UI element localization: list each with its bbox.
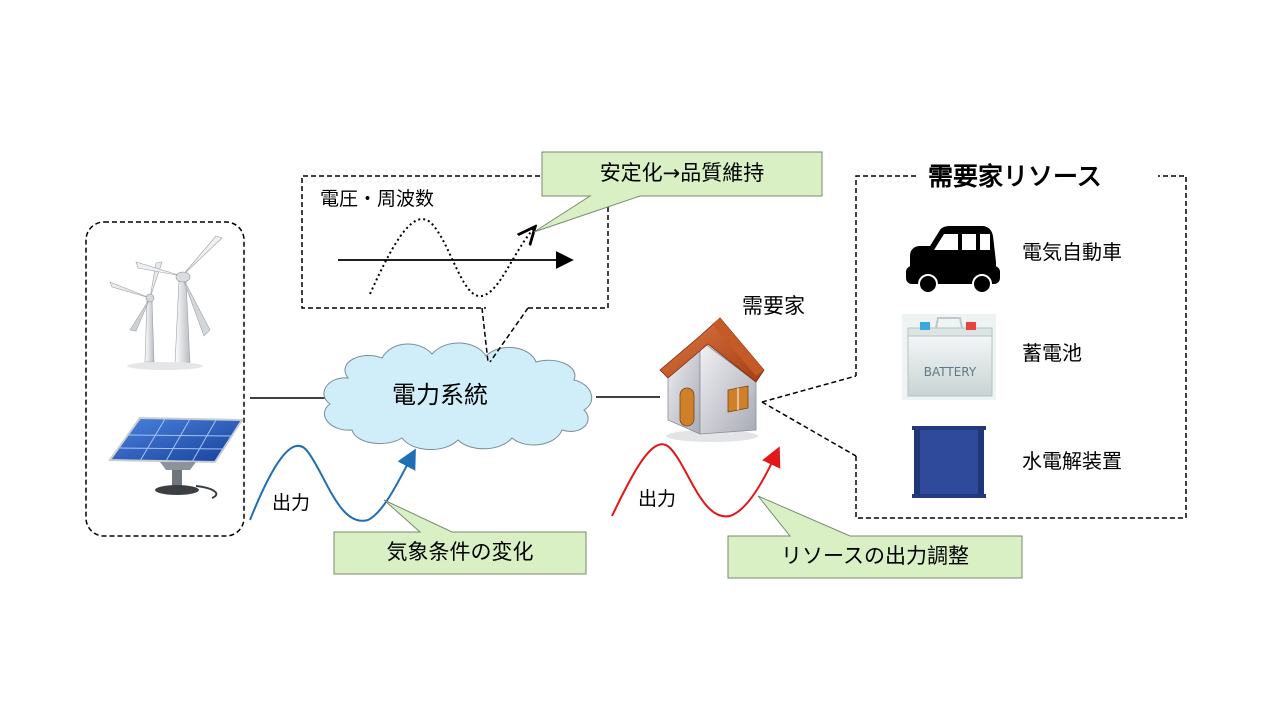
- grid-cloud-shape: [323, 342, 593, 451]
- electrolyzer-icon: [912, 426, 986, 498]
- resource-callout-shape: [727, 495, 1023, 579]
- resources-group-box: [855, 175, 1187, 519]
- house-resources-connector-2: [761, 401, 857, 457]
- generation-group-box: [85, 221, 245, 537]
- consumer-output-wave: [611, 443, 781, 518]
- resource-callout-label: リソースの出力調整: [781, 544, 969, 568]
- generation-output-label: 出力: [272, 492, 311, 514]
- monitor-connector-2: [489, 307, 529, 363]
- monitor-connector-1: [481, 307, 489, 363]
- monitor-box: [301, 175, 804, 309]
- resource-label-electrolyzer: 水電解装置: [1022, 449, 1122, 473]
- weather-callout-label: 気象条件の変化: [386, 540, 534, 564]
- battery-icon: BATTERY: [902, 314, 996, 400]
- car-icon: [906, 226, 1000, 294]
- grid-label: 電力系統: [392, 381, 488, 409]
- voltage-wave: [369, 218, 534, 298]
- resources-title: 需要家リソース: [928, 162, 1102, 191]
- stabilization-callout-label: 安定化→品質維持: [599, 161, 765, 185]
- consumer-output-label: 出力: [638, 488, 677, 510]
- resource-label-battery: 蓄電池: [1022, 341, 1082, 365]
- weather-callout-shape: [333, 499, 587, 575]
- generation-output-wave: [249, 444, 416, 522]
- solar-panel-icon: [108, 416, 244, 499]
- monitor-label: 電圧・周波数: [320, 188, 435, 210]
- house-resources-connector-1: [761, 375, 857, 403]
- wind-turbine-icon: [109, 235, 223, 370]
- consumer-label: 需要家: [742, 294, 805, 318]
- resource-label-ev: 電気自動車: [1022, 240, 1122, 264]
- house-icon: [659, 317, 765, 442]
- stabilization-callout-shape: [533, 151, 823, 233]
- battery-text: BATTERY: [924, 365, 977, 379]
